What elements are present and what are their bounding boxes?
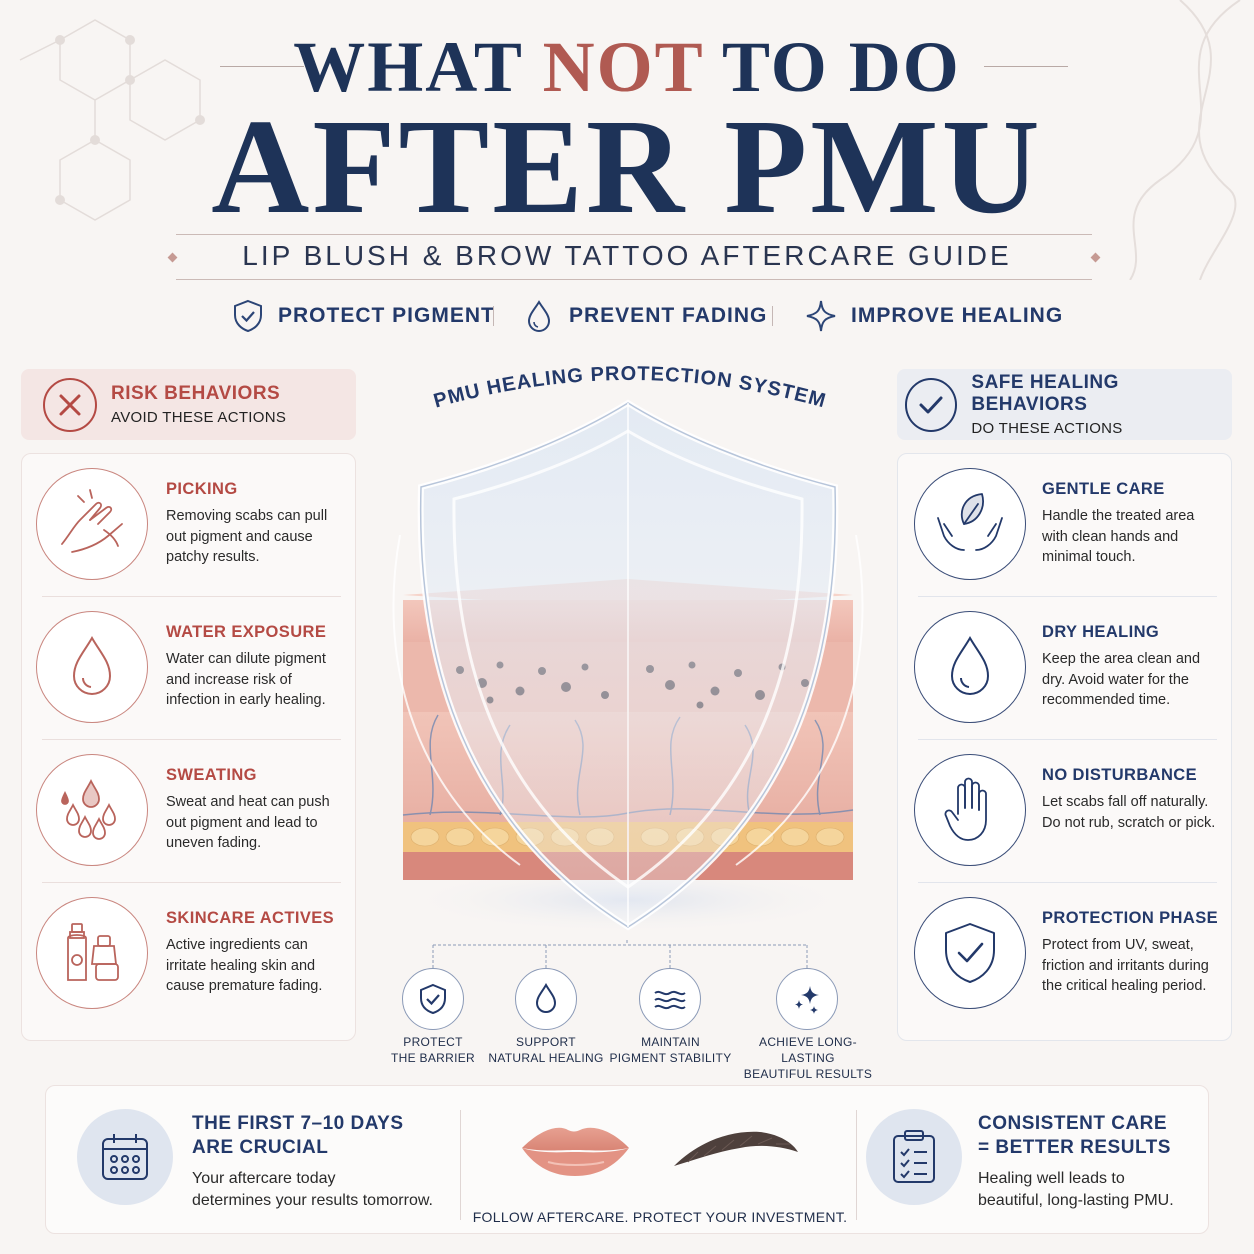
risk-item-picking: PICKING Removing scabs can pull out pigm… <box>22 454 355 597</box>
shield-check-icon <box>914 897 1026 1009</box>
safe-item-no-disturbance: NO DISTURBANCE Let scabs fall off natura… <box>898 740 1231 883</box>
pillar-pigment-stability <box>639 968 701 1030</box>
lips-illustration <box>522 1127 629 1176</box>
benefit-protect-pigment: PROTECT PIGMENT <box>232 298 495 334</box>
risk-item-skincare-actives: SKINCARE ACTIVES Active ingredients can … <box>22 883 355 1026</box>
check-circle-icon <box>905 377 958 432</box>
pillar-connector-lines <box>432 940 808 968</box>
title-accent: NOT <box>542 27 704 107</box>
picking-hands-icon <box>36 468 148 580</box>
sparkles-icon <box>795 986 819 1014</box>
dna-decoration <box>1129 0 1241 280</box>
title-line-1: WHAT NOT TO DO <box>293 27 961 107</box>
clipboard-checklist-icon <box>866 1109 962 1205</box>
skincare-bottles-icon <box>36 897 148 1009</box>
water-drop-icon <box>36 611 148 723</box>
molecule-decoration <box>19 19 205 221</box>
pillar-long-lasting-results <box>776 968 838 1030</box>
pillar-support-healing <box>515 968 577 1030</box>
risk-item-water-exposure: WATER EXPOSURE Water can dilute pigment … <box>22 597 355 740</box>
shield-check-icon <box>420 983 446 1015</box>
x-circle-icon <box>43 377 97 432</box>
benefit-divider <box>493 306 494 326</box>
safe-item-gentle-care: GENTLE CARE Handle the treated area with… <box>898 454 1231 597</box>
page-title: AFTER PMU <box>211 92 1043 242</box>
waves-icon <box>654 990 686 1010</box>
footer-divider <box>856 1110 857 1220</box>
subtitle-rule-top <box>176 234 1092 235</box>
title-rule-right <box>984 66 1068 67</box>
safe-item-protection-phase: PROTECTION PHASE Protect from UV, sweat,… <box>898 883 1231 1026</box>
footer-right-text: CONSISTENT CARE = BETTER RESULTS Healing… <box>978 1113 1174 1209</box>
footer-banner <box>45 1085 1209 1234</box>
droplet-icon <box>535 983 557 1013</box>
benefit-divider <box>772 306 773 326</box>
shield-check-icon <box>234 299 262 333</box>
sparkle-icon <box>806 300 836 332</box>
benefit-prevent-fading: PREVENT FADING <box>523 298 767 334</box>
footer-tagline: FOLLOW AFTERCARE. PROTECT YOUR INVESTMEN… <box>472 1209 848 1225</box>
calendar-icon <box>77 1109 173 1205</box>
risk-behaviors-header: RISK BEHAVIORS AVOID THESE ACTIONS <box>21 369 356 440</box>
benefit-improve-healing: IMPROVE HEALING <box>805 298 1063 334</box>
skin-cross-section-illustration <box>392 399 864 934</box>
risk-item-sweating: SWEATING Sweat and heat can push out pig… <box>22 740 355 883</box>
subtitle-rule-bottom <box>176 279 1092 280</box>
safe-item-dry-healing: DRY HEALING Keep the area clean and dry.… <box>898 597 1231 740</box>
droplet-icon <box>527 300 551 332</box>
pillar-protect-barrier <box>402 968 464 1030</box>
eyebrow-illustration <box>674 1131 798 1166</box>
subtitle: LIP BLUSH & BROW TATTOO AFTERCARE GUIDE <box>242 240 1012 271</box>
safe-behaviors-header: SAFE HEALING BEHAVIORS DO THESE ACTIONS <box>897 369 1232 440</box>
safe-behaviors-list: GENTLE CARE Handle the treated area with… <box>897 453 1232 1041</box>
drop-outline-icon <box>914 611 1026 723</box>
footer-left-text: THE FIRST 7–10 DAYS ARE CRUCIAL Your aft… <box>192 1113 433 1209</box>
risk-behaviors-list: PICKING Removing scabs can pull out pigm… <box>21 453 356 1041</box>
title-rule-left <box>220 66 304 67</box>
leaf-hands-icon <box>914 468 1026 580</box>
footer-divider <box>460 1110 461 1220</box>
sweat-drops-icon <box>36 754 148 866</box>
stop-hand-icon <box>914 754 1026 866</box>
